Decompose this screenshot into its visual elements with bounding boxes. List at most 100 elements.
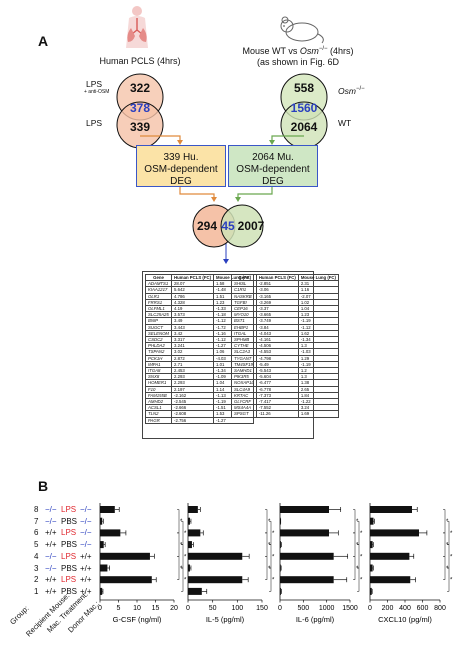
mac-treatment: PBS [61, 516, 78, 526]
table-row: EHBP1-3.84-1.12 [231, 323, 339, 331]
fold-change-cell: -1.03 [297, 348, 339, 356]
table-header-cell: Gene [144, 273, 173, 282]
mouse-venn-bottom-label: WT [338, 118, 352, 128]
significance-star: * [268, 519, 271, 525]
significance-star: * [272, 578, 275, 584]
recipient-genotype: +/+ [45, 586, 57, 596]
donor-genotype: −/− [80, 516, 92, 526]
significance-star: * [180, 543, 183, 549]
mouse-venn-diagram [280, 73, 328, 149]
significance-star: * [446, 566, 449, 572]
bar [280, 587, 281, 595]
human-venn-bottom-count: 339 [129, 120, 151, 134]
significance-star: * [450, 554, 453, 560]
mouse-venn-bottom-count: 2064 [290, 120, 318, 134]
gene-name-cell: OLR1 [144, 292, 173, 300]
mouse-venn-top-count: 558 [293, 81, 315, 95]
recipient-genotype: +/+ [45, 575, 57, 585]
gene-name-cell: PAGR [144, 416, 173, 424]
gene-name-cell: ITGA8 [144, 367, 173, 375]
bar [100, 564, 108, 572]
significance-star: * [360, 531, 363, 537]
human-venn-top-label: LPS [86, 79, 103, 89]
donor-genotype: −/− [80, 540, 92, 550]
group-number: 2 [34, 575, 39, 585]
donor-genotype: +/+ [80, 551, 92, 561]
donor-genotype: −/− [80, 528, 92, 538]
donor-genotype: −/− [80, 505, 92, 514]
fold-change-cell: -1.22 [297, 398, 339, 406]
mac-treatment: LPS [61, 575, 77, 585]
significance-star: * [360, 578, 363, 584]
gene-name-cell: PCK1H [144, 354, 173, 362]
significance-bracket [357, 567, 360, 592]
recipient-genotype: −/− [45, 563, 57, 573]
significance-star: * [268, 566, 271, 572]
overlap-venn-left-count: 294 [196, 219, 218, 233]
panel-a-label: A [38, 33, 49, 49]
mac-treatment: LPS [61, 505, 77, 514]
gene-name-cell: ADAMTS1 [144, 280, 173, 288]
significance-bracket [353, 509, 356, 534]
fold-change-cell: 3.24 [297, 404, 339, 412]
significance-bracket [177, 532, 180, 557]
recipient-genotype: −/− [45, 505, 57, 514]
significance-star: * [356, 543, 359, 549]
mouse-venn-overlap-count: 1560 [290, 101, 318, 115]
significance-star: * [184, 554, 187, 560]
fold-change-cell: -1.27 [213, 416, 255, 424]
significance-star: * [356, 519, 359, 525]
human-venn-top-count: 322 [129, 81, 151, 95]
gene-name-cell: CSDC2 [144, 336, 173, 344]
fold-change-cell: -1.34 [297, 336, 339, 344]
human-deg-box: 339 Hu. OSM-dependent DEG [136, 145, 226, 187]
bar [280, 506, 329, 513]
bar [188, 576, 243, 584]
human-venn-top-sublabel: + anti-OSM [84, 89, 110, 95]
significance-bracket [443, 556, 446, 580]
gene-name-cell: AMHD2 [144, 398, 173, 406]
overlap-venn-diagram [192, 204, 264, 248]
fold-change-cell: 2.31 [297, 280, 339, 288]
significance-star: * [272, 531, 275, 537]
group-number: 5 [34, 540, 39, 550]
fold-change-cell: -1.19 [297, 360, 339, 369]
significance-star: * [272, 554, 275, 560]
donor-genotype: +/+ [80, 575, 92, 585]
fold-change-cell: 1.62 [297, 329, 339, 338]
significance-bracket [353, 532, 356, 557]
bar [188, 506, 198, 513]
significance-bracket [353, 556, 356, 580]
table-header-cell: Mouse Lung (FC) [297, 273, 339, 282]
fold-change-cell: 1.3 [297, 373, 339, 381]
bar [370, 529, 419, 537]
group-number: 4 [34, 551, 39, 561]
bar [188, 529, 201, 537]
group-number: 6 [34, 528, 39, 538]
gene-name-cell: ACSL1 [144, 404, 173, 412]
gene-name-cell: PHLDA2 [144, 342, 173, 350]
group-number: 8 [34, 505, 39, 514]
gene-name-cell: FAM155B [144, 391, 173, 400]
fold-change-cell: 1.29 [297, 354, 339, 362]
x-tick-label: 0 [368, 605, 372, 612]
significance-star: * [360, 554, 363, 560]
gene-name-cell: SELENOM [144, 329, 173, 338]
donor-genotype: +/+ [80, 586, 92, 596]
significance-star: * [184, 578, 187, 584]
bar [370, 576, 411, 584]
overlap-venn-center-count: 45 [221, 219, 235, 233]
significance-bracket [177, 556, 180, 580]
fold-change-cell: 1.23 [297, 311, 339, 319]
